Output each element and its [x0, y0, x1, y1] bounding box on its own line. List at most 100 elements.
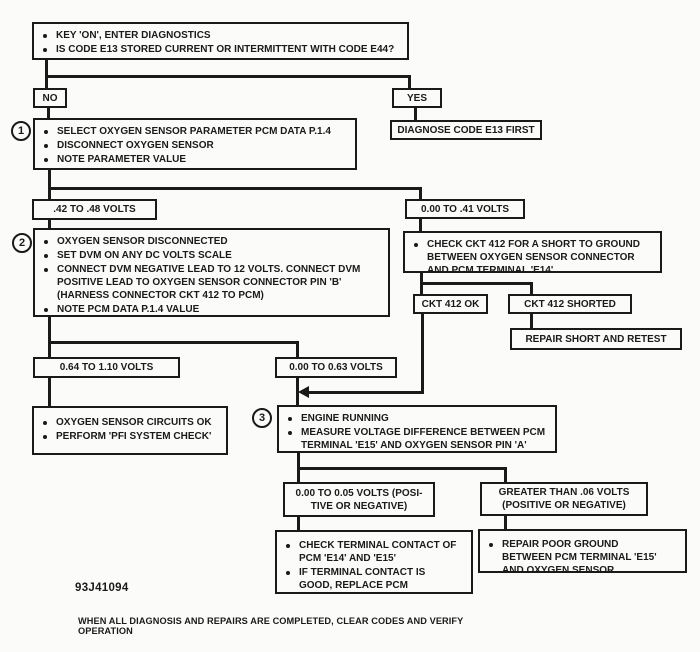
connector-line	[421, 313, 424, 394]
node-label: 0.00 TO 0.63 VOLTS	[289, 362, 383, 373]
connector-line	[420, 272, 423, 285]
bullet-text: REPAIR POOR GROUND BETWEEN PCM TERMINAL …	[502, 539, 657, 576]
bullet-text: SELECT OXYGEN SENSOR PARAMETER PCM DATA …	[57, 126, 331, 137]
bullet-icon	[286, 544, 290, 548]
connector-line	[419, 187, 422, 200]
node-ckt412-shorted: CKT 412 SHORTED	[508, 294, 632, 314]
bullet-text: DISCONNECT OXYGEN SENSOR	[57, 140, 214, 151]
connector-line	[420, 282, 423, 295]
node-step2: OXYGEN SENSOR DISCONNECTED SET DVM ON AN…	[33, 228, 390, 317]
node-label: 0.00 TO .41 VOLTS	[421, 203, 509, 215]
node-step1: SELECT OXYGEN SENSOR PARAMETER PCM DATA …	[33, 118, 357, 170]
bullet-icon	[288, 431, 292, 435]
bullet-text: OXYGEN SENSOR DISCONNECTED	[57, 236, 228, 247]
node-label: CKT 412 SHORTED	[524, 298, 616, 310]
node-step3: ENGINE RUNNING MEASURE VOLTAGE DIFFERENC…	[277, 405, 557, 453]
bullet-icon	[44, 144, 48, 148]
bullet-icon	[414, 243, 418, 247]
connector-line	[48, 219, 51, 229]
connector-line	[45, 75, 48, 89]
connector-line	[297, 467, 300, 483]
connector-line	[308, 391, 424, 394]
branch-label: YES	[406, 92, 427, 104]
bullet-text: IF TERMINAL CONTACT IS GOOD, REPLACE PCM	[299, 567, 426, 591]
node-range-000-063: 0.00 TO 0.63 VOLTS	[275, 357, 397, 378]
node-branch-yes: YES	[392, 88, 442, 108]
node-range-gt-06: GREATER THAN .06 VOLTS (POSITIVE OR NEGA…	[480, 482, 648, 516]
node-start: KEY 'ON', ENTER DIAGNOSTICS IS CODE E13 …	[32, 22, 409, 60]
node-ckt412-ok: CKT 412 OK	[413, 294, 488, 314]
bullet-icon	[43, 435, 47, 439]
connector-line	[48, 187, 51, 200]
node-label: DIAGNOSE CODE E13 FIRST	[397, 124, 535, 136]
step-badge-1: 1	[11, 121, 31, 141]
bullet-icon	[43, 48, 47, 52]
connector-line	[45, 60, 48, 77]
connector-line	[48, 316, 51, 344]
footer-note: WHEN ALL DIAGNOSIS AND REPAIRS ARE COMPL…	[78, 616, 464, 636]
node-check-ckt412: CHECK CKT 412 FOR A SHORT TO GROUND BETW…	[403, 231, 662, 276]
bullet-text: PERFORM 'PFI SYSTEM CHECK'	[56, 431, 212, 442]
node-label: .42 TO .48 VOLTS	[53, 204, 136, 215]
node-label: 0.00 TO 0.05 VOLTS (POSI- TIVE OR NEGATI…	[295, 487, 423, 512]
bullet-icon	[288, 417, 292, 421]
bullet-icon	[44, 308, 48, 312]
bullet-text: KEY 'ON', ENTER DIAGNOSTICS	[56, 30, 211, 41]
node-label: CKT 412 OK	[421, 298, 480, 310]
bullet-text: NOTE PARAMETER VALUE	[57, 154, 187, 165]
connector-line	[48, 341, 51, 358]
bullet-icon	[44, 158, 48, 162]
connector-line	[408, 75, 411, 89]
bullet-text: ENGINE RUNNING	[301, 413, 389, 424]
bullet-icon	[43, 421, 47, 425]
connector-line	[48, 169, 51, 190]
connector-line	[48, 187, 422, 190]
connector-line	[420, 282, 533, 285]
node-label: 0.64 TO 1.10 VOLTS	[59, 362, 154, 373]
node-repair-ground: REPAIR POOR GROUND BETWEEN PCM TERMINAL …	[478, 529, 687, 576]
connector-line	[48, 377, 51, 407]
node-label: GREATER THAN .06 VOLTS (POSITIVE OR NEGA…	[498, 487, 630, 511]
bullet-text: OXYGEN SENSOR CIRCUITS OK	[56, 417, 212, 428]
node-range-000-005: 0.00 TO 0.05 VOLTS (POSI- TIVE OR NEGATI…	[283, 482, 435, 517]
node-range-000-41: 0.00 TO .41 VOLTS	[405, 199, 525, 219]
arrowhead-left-icon	[298, 386, 309, 398]
connector-line	[48, 341, 299, 344]
bullet-text: SET DVM ON ANY DC VOLTS SCALE	[57, 250, 232, 261]
connector-line	[47, 107, 50, 119]
connector-line	[296, 377, 299, 406]
connector-line	[297, 516, 300, 531]
branch-label: NO	[42, 92, 58, 104]
connector-line	[45, 75, 411, 78]
node-branch-no: NO	[33, 88, 67, 108]
bullet-text: CONNECT DVM NEGATIVE LEAD TO 12 VOLTS. C…	[57, 264, 361, 301]
bullet-text: CHECK TERMINAL CONTACT OF PCM 'E14' AND …	[299, 540, 457, 564]
bullet-icon	[44, 240, 48, 244]
bullet-icon	[44, 254, 48, 258]
connector-line	[530, 313, 533, 329]
node-check-terminal: CHECK TERMINAL CONTACT OF PCM 'E14' AND …	[275, 530, 473, 594]
node-diagnose-e13: DIAGNOSE CODE E13 FIRST	[390, 120, 542, 140]
connector-line	[504, 467, 507, 483]
connector-line	[297, 452, 300, 470]
bullet-icon	[44, 130, 48, 134]
bullet-icon	[44, 268, 48, 272]
node-range-064-110: 0.64 TO 1.10 VOLTS	[33, 357, 180, 378]
connector-line	[297, 467, 507, 470]
bullet-icon	[489, 543, 493, 547]
node-range-42-48: .42 TO .48 VOLTS	[32, 199, 157, 220]
connector-line	[414, 107, 417, 121]
step-badge-3: 3	[252, 408, 272, 428]
connector-line	[530, 282, 533, 295]
step-badge-2: 2	[12, 233, 32, 253]
node-circuits-ok: OXYGEN SENSOR CIRCUITS OK PERFORM 'PFI S…	[32, 406, 228, 455]
node-repair-short: REPAIR SHORT AND RETEST	[510, 328, 682, 350]
connector-line	[504, 515, 507, 530]
bullet-text: IS CODE E13 STORED CURRENT OR INTERMITTE…	[56, 44, 395, 55]
bullet-icon	[43, 34, 47, 38]
bullet-text: CHECK CKT 412 FOR A SHORT TO GROUND BETW…	[427, 239, 640, 276]
connector-line	[419, 218, 422, 232]
bullet-text: NOTE PCM DATA P.1.4 VALUE	[57, 304, 200, 315]
bullet-icon	[286, 571, 290, 575]
